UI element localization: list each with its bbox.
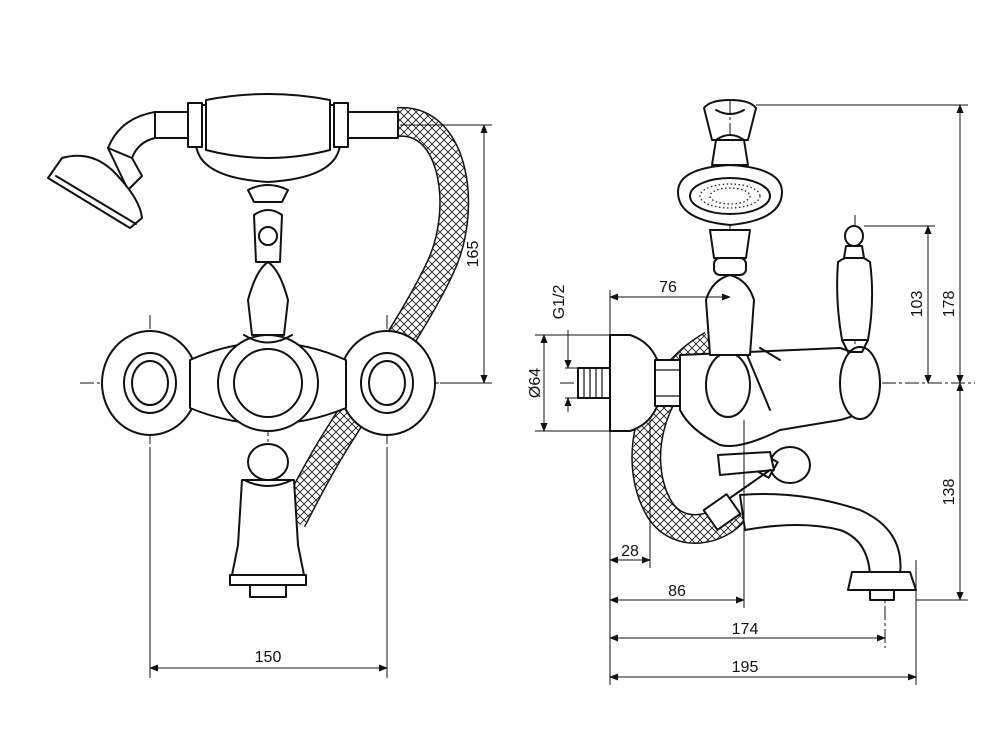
side-view — [560, 99, 975, 648]
front-holder-column — [243, 184, 293, 344]
front-view — [47, 93, 470, 600]
right-handle — [338, 330, 436, 436]
threaded-inlet — [577, 367, 611, 399]
side-diverter — [717, 446, 811, 484]
left-handle — [101, 330, 199, 436]
dimension-138: 138 — [941, 479, 958, 506]
side-dimensions: 76 G1/2 Ø64 103 178 138 28 86 — [527, 104, 968, 685]
dimension-76: 76 — [659, 279, 677, 296]
side-spout — [702, 469, 917, 601]
side-handshower — [677, 99, 783, 356]
dimension-195: 195 — [732, 659, 759, 676]
front-spout — [229, 443, 307, 598]
dimension-165: 165 — [465, 241, 482, 268]
side-handle-lever — [836, 225, 874, 353]
dimension-150: 150 — [255, 649, 282, 666]
dimension-178: 178 — [941, 291, 958, 318]
front-dimensions: 150 165 — [149, 124, 492, 678]
dimension-diameter-64: Ø64 — [527, 368, 544, 398]
front-body-center — [233, 348, 303, 418]
front-handshower — [47, 93, 399, 229]
dimension-28: 28 — [621, 543, 639, 560]
dimension-103: 103 — [909, 291, 926, 318]
wall-flange — [609, 334, 681, 432]
front-shower-hose — [278, 107, 470, 528]
dimension-86: 86 — [668, 583, 686, 600]
dimension-174: 174 — [732, 621, 759, 638]
dimension-g1-2: G1/2 — [551, 285, 568, 320]
side-body — [679, 346, 881, 447]
